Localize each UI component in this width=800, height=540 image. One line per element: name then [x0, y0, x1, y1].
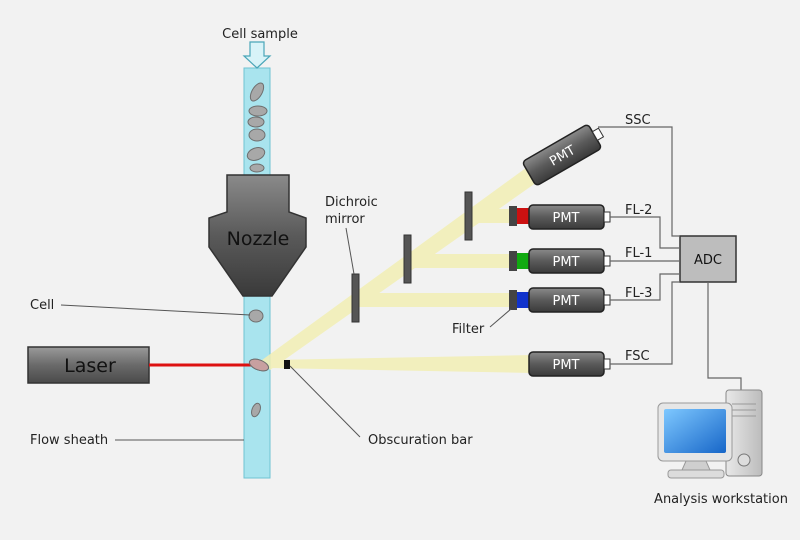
- cell-label: Cell: [30, 298, 54, 313]
- cell: [248, 105, 268, 117]
- pmt-fl1-label: PMT: [553, 255, 580, 270]
- obscuration-bar-label: Obscuration bar: [368, 433, 473, 448]
- pmt-fsc-label: PMT: [553, 358, 580, 373]
- fl1-beam: [409, 254, 509, 268]
- pmt-fsc: PMT: [528, 351, 611, 377]
- fl3-filter-housing: [509, 290, 517, 310]
- cell: [251, 402, 261, 418]
- dichroic-mirror-2: [403, 234, 412, 284]
- channel-fsc-label: FSC: [625, 349, 650, 364]
- pmt-fl1: PMT: [528, 248, 611, 274]
- signal-wires: [598, 126, 742, 392]
- analysis-workstation-icon: [657, 389, 763, 479]
- pmt-ssc: PMT: [522, 124, 605, 186]
- obscuration-bar: [284, 360, 290, 369]
- fl3-beam: [357, 293, 509, 307]
- annotation-lines: [60, 227, 512, 441]
- cell: [246, 147, 266, 161]
- illuminated-cell: [248, 358, 270, 372]
- sample-inlet-arrow-icon: [242, 41, 272, 69]
- cells-in-stream: [246, 82, 270, 418]
- cell: [247, 116, 265, 128]
- analysis-workstation-label: Analysis workstation: [654, 492, 788, 507]
- pmt-fl3-label: PMT: [553, 294, 580, 309]
- cell: [249, 163, 265, 173]
- dichroic-mirror-label-line1: Dichroic: [325, 195, 378, 210]
- pmt-fl2-label: PMT: [553, 211, 580, 226]
- fl2-filter-housing: [509, 206, 517, 226]
- scatter-light-paths: [262, 165, 540, 373]
- cell: [248, 128, 266, 142]
- cell-sample-label: Cell sample: [222, 27, 298, 42]
- channel-fl1-label: FL-1: [625, 246, 652, 261]
- channel-ssc-label: SSC: [625, 113, 651, 128]
- flow-sheath-label: Flow sheath: [30, 433, 108, 448]
- adc-box: [679, 235, 737, 283]
- dichroic-mirror-1: [351, 273, 360, 323]
- fsc-beam: [270, 355, 532, 373]
- adc-label: ADC: [694, 253, 722, 268]
- cell: [249, 82, 265, 102]
- nozzle: [208, 174, 307, 297]
- fl2-beam: [469, 209, 509, 223]
- fl1-filter-housing: [509, 251, 517, 271]
- pmt-fl3: PMT: [528, 287, 611, 313]
- dichroic-mirror-3: [464, 191, 473, 241]
- nozzle-label: Nozzle: [227, 228, 290, 250]
- fl1-filter: [517, 253, 529, 269]
- laser-label: Laser: [64, 355, 116, 377]
- channel-fl3-label: FL-3: [625, 286, 652, 301]
- fl2-filter: [517, 208, 529, 224]
- channel-fl2-label: FL-2: [625, 203, 652, 218]
- pmt-fl2: PMT: [528, 204, 611, 230]
- fl3-filter: [517, 292, 529, 308]
- filter-label: Filter: [452, 322, 485, 337]
- dichroic-mirror-label-line2: mirror: [325, 212, 365, 227]
- cell: [248, 309, 264, 323]
